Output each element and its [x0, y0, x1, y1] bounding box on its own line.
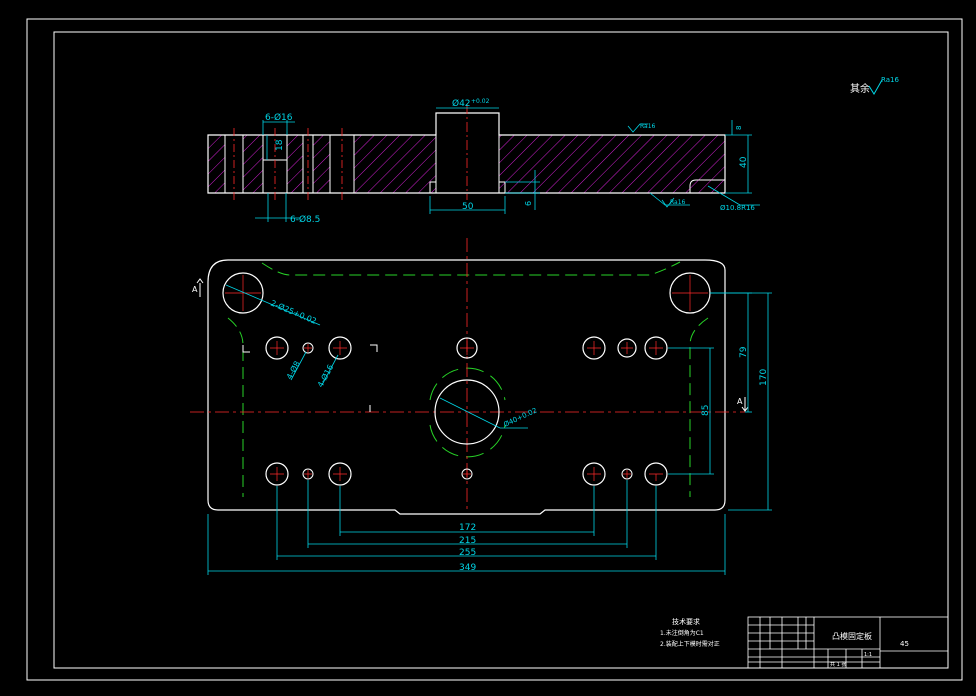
counterbore-step — [429, 181, 506, 193]
dim-79: 79 — [739, 346, 749, 358]
title-block-name: 凸模固定板 — [832, 631, 872, 641]
section-marker-a-left: A — [192, 285, 198, 294]
hole-crosshairs — [225, 275, 708, 481]
dim-phi40: Ø40+0.02 — [502, 406, 538, 428]
dim-chamfer: Ø10.8R16 — [720, 204, 755, 212]
section-hatch-2 — [243, 135, 263, 193]
dim-349: 349 — [459, 563, 476, 573]
roughness-prefix: 其余 — [850, 82, 870, 95]
dim-2-phi25: 2-Ø25+0.02 — [269, 298, 318, 326]
section-markers — [196, 278, 749, 412]
dim-18: 18 — [275, 139, 285, 151]
plate-outline — [207, 259, 726, 515]
section-hatch-3 — [287, 135, 303, 193]
plan-dimensions — [207, 284, 772, 575]
dim-85: 85 — [701, 405, 711, 416]
dim-50: 50 — [462, 202, 474, 212]
dim-phi42: Ø42 — [452, 98, 471, 109]
title-block-scale: 1:1 — [864, 652, 872, 658]
tech-req-item-2: 2.装配上下模时需对正 — [660, 640, 720, 648]
outer-border — [26, 18, 963, 681]
dim-6-phi16: 6-Ø16 — [265, 112, 293, 123]
dim-phi42-tolerance: +0.02 — [471, 98, 490, 105]
small-holes — [302, 342, 633, 480]
dim-40: 40 — [739, 156, 749, 168]
roughness-bottom: Ra16 — [670, 199, 686, 206]
inner-border — [53, 31, 949, 669]
section-hatch-6 — [499, 135, 725, 193]
dim-6: 6 — [524, 201, 533, 206]
dim-172: 172 — [459, 523, 476, 533]
medium-holes — [265, 336, 668, 486]
section-hatch-5 — [354, 135, 436, 193]
dim-6-phi8-5: 6-Ø8.5 — [290, 214, 320, 225]
dim-255: 255 — [459, 548, 476, 558]
tech-requirements: 技术要求 1.未注倒角为C1 2.装配上下模时需对正 — [660, 617, 720, 648]
roughness-symbol-icon — [868, 79, 883, 95]
surface-roughness-note: 其余 Ra16 — [850, 76, 899, 95]
title-block-sheet: 共 1 张 — [830, 661, 846, 668]
section-hatch-4 — [313, 135, 330, 193]
roughness-value: Ra16 — [881, 76, 899, 84]
section-dimensions — [255, 107, 760, 222]
dim-4-phi16: 4-Ø16 — [315, 363, 335, 389]
section-step-right — [689, 179, 725, 193]
tech-req-item-1: 1.未注倒角为C1 — [660, 629, 704, 637]
roughness-mid: Ra16 — [640, 123, 656, 130]
dim-170: 170 — [759, 369, 769, 386]
dim-4-phi8: 4-Ø8 — [284, 359, 302, 381]
title-block-material: 45 — [900, 640, 909, 648]
section-view: 6-Ø16 18 6-Ø8.5 Ø42 +0.02 50 6 40 8 Ø10.… — [207, 98, 760, 225]
dim-215: 215 — [459, 536, 476, 546]
title-block — [747, 616, 949, 669]
plan-view: 2-Ø25+0.02 4-Ø8 4-Ø16 Ø40+0.02 172 215 2… — [190, 238, 772, 575]
center-bore — [434, 379, 500, 445]
hidden-lines — [227, 261, 709, 497]
dim-8: 8 — [735, 126, 743, 130]
tech-req-title: 技术要求 — [672, 617, 700, 626]
section-marker-a-right: A — [737, 397, 743, 406]
corner-hole-left — [222, 272, 264, 314]
section-hatch-1 — [208, 135, 225, 193]
